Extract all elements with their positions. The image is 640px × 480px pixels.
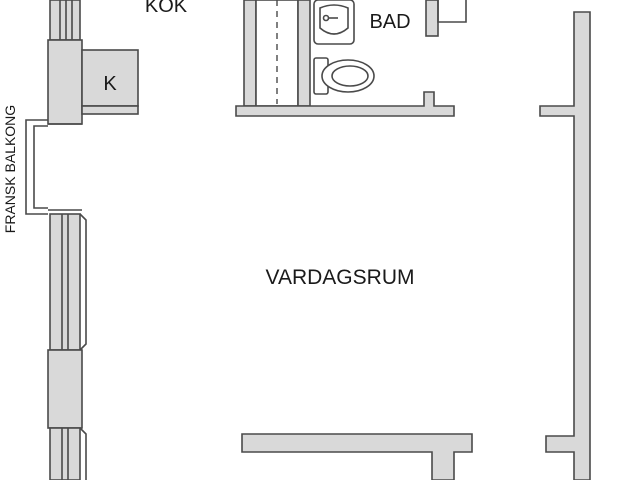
right-interior-wall — [539, 11, 591, 480]
closet-wall-bottom — [81, 105, 139, 115]
bathroom-wall-bottom — [235, 91, 455, 117]
closet — [81, 49, 139, 115]
shaft-wall-right — [297, 0, 311, 107]
french-balcony-inner — [33, 125, 48, 209]
bottom-wall — [241, 433, 473, 480]
left-wall-window-mid — [49, 213, 81, 351]
bathroom-cabinet-edge — [425, 0, 439, 37]
sink-icon — [313, 0, 355, 45]
toilet-icon — [313, 57, 375, 95]
left-wall-pillar-upper — [47, 39, 83, 125]
right-wall — [539, 11, 591, 480]
window-sill — [79, 427, 87, 480]
bottom-interior-wall — [241, 433, 473, 480]
balcony-label: FRANSK BALKONG — [2, 105, 18, 233]
room-label-closet: K — [103, 73, 117, 95]
closet-box — [81, 49, 139, 107]
shaft-wall-left — [243, 0, 257, 107]
window-sill — [79, 213, 87, 351]
bathroom-block — [235, 0, 467, 117]
room-label-bathroom: BAD — [369, 11, 410, 33]
left-wall-pillar-lower — [47, 349, 83, 429]
french-balcony-outline — [25, 119, 48, 215]
left-wall-window-bottom — [49, 427, 81, 480]
room-label-living-room: VARDAGSRUM — [266, 266, 415, 289]
bathroom-cabinet — [437, 0, 467, 23]
left-wall-segment-top — [49, 0, 81, 41]
room-label-kitchen: KÖK — [145, 0, 188, 17]
left-exterior-wall — [25, 0, 87, 480]
